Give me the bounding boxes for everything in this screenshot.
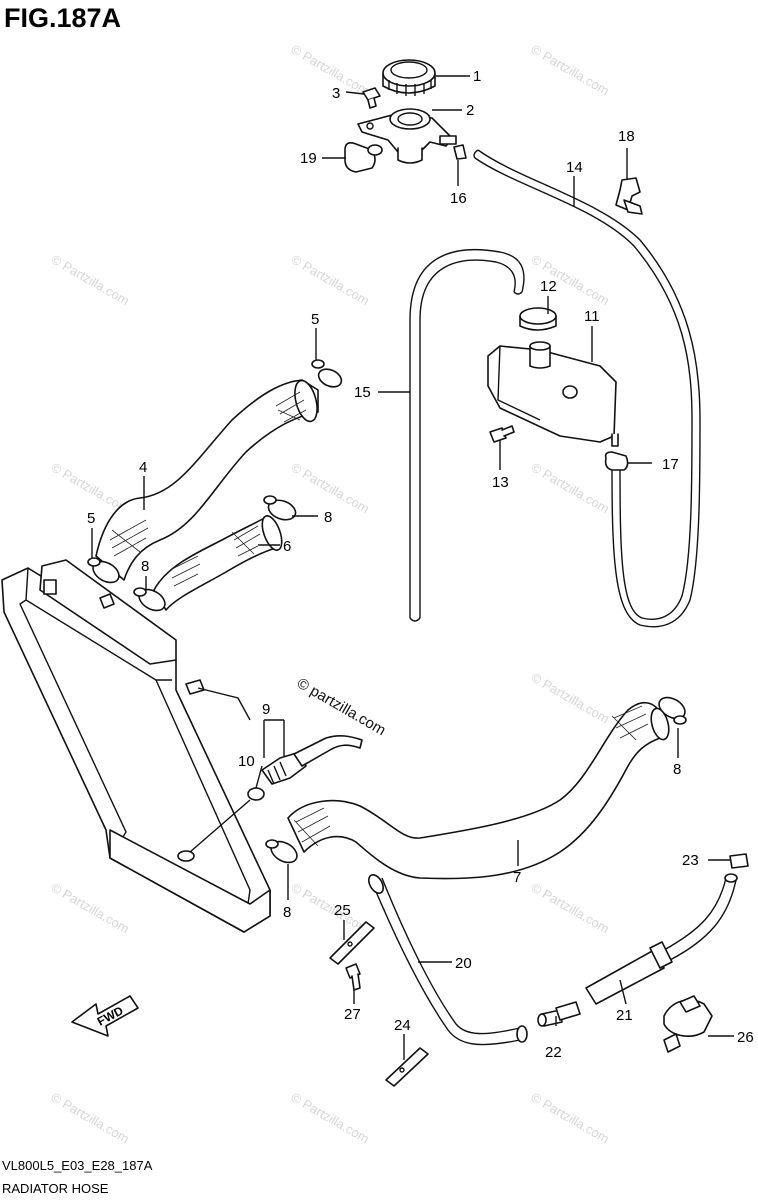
watermark-text: © Partzilla.com — [529, 460, 612, 517]
hose-clamp-8-d — [265, 839, 298, 864]
radiator — [1, 559, 271, 933]
callout-11: 11 — [584, 308, 600, 325]
bolt-27 — [345, 963, 361, 991]
callout-14: 14 — [566, 159, 583, 176]
callout-5-upper: 5 — [311, 311, 319, 328]
watermark-text: © Partzilla.com — [289, 42, 372, 99]
callout-13: 13 — [492, 474, 509, 491]
callout-9: 9 — [262, 701, 270, 718]
callout-12: 12 — [540, 278, 557, 295]
callout-8-d: 8 — [283, 904, 291, 921]
figure-code: VL800L5_E03_E28_187A — [2, 1158, 153, 1173]
watermark-text: © Partzilla.com — [49, 252, 132, 309]
callout-10: 10 — [238, 753, 255, 770]
watermark-text: © Partzilla.com — [289, 252, 372, 309]
hose-20 — [367, 874, 528, 1046]
joint-22 — [537, 1001, 581, 1027]
watermark-text: © Partzilla.com — [529, 42, 612, 99]
fwd-direction-badge: FWD — [71, 995, 139, 1037]
callout-16: 16 — [450, 190, 467, 207]
callout-5-lower: 5 — [87, 510, 95, 527]
callout-8-c: 8 — [673, 761, 681, 778]
clip-18 — [615, 177, 643, 215]
leader-radiator-9 — [197, 687, 251, 721]
figure-title: FIG.187A — [4, 3, 121, 33]
reservoir-tank-11 — [487, 341, 619, 447]
watermark-text: © Partzilla.com — [529, 1090, 612, 1147]
callout-6: 6 — [283, 538, 291, 555]
callout-15: 15 — [354, 384, 371, 401]
callout-7: 7 — [513, 869, 521, 886]
watermark-layer: © Partzilla.com © Partzilla.com © Partzi… — [49, 42, 612, 1147]
hose-clamp-8-c — [658, 696, 687, 725]
watermark-text: © Partzilla.com — [289, 1090, 372, 1147]
callout-24: 24 — [394, 1017, 411, 1034]
callout-26: 26 — [737, 1029, 754, 1046]
bolt-3 — [362, 87, 381, 109]
clip-16 — [453, 144, 467, 160]
watermark-text: © Partzilla.com — [49, 880, 132, 937]
clamp-17 — [604, 451, 629, 471]
hose-clamp-8-a — [263, 495, 297, 521]
overflow-hose-14 — [473, 149, 701, 628]
watermark-text: © Partzilla.com — [289, 460, 372, 517]
callout-8-b: 8 — [141, 558, 149, 575]
clamp-25 — [329, 921, 375, 965]
callout-27: 27 — [344, 1006, 361, 1023]
gasket-10 — [247, 787, 265, 801]
clamp-23 — [729, 853, 749, 869]
callout-leaders — [91, 75, 734, 1060]
hose-clamp-5-upper — [311, 359, 343, 388]
hose-clamp-5-lower — [87, 557, 120, 584]
leader-radiator-10 — [189, 799, 251, 853]
watermark-text: © Partzilla.com — [529, 670, 612, 727]
callout-20: 20 — [455, 955, 472, 972]
callout-19: 19 — [300, 150, 317, 167]
hose-6 — [153, 515, 283, 611]
callout-23: 23 — [682, 852, 699, 869]
callout-18: 18 — [618, 128, 635, 145]
clamp-26 — [663, 995, 713, 1053]
thermo-switch-9 — [261, 735, 363, 785]
bolt-13 — [489, 425, 515, 443]
watermark-center-text: © partzilla.com — [294, 675, 389, 739]
watermark-text: © Partzilla.com — [529, 880, 612, 937]
callout-22: 22 — [545, 1044, 562, 1061]
callout-8-a: 8 — [324, 509, 332, 526]
callout-3: 3 — [332, 85, 340, 102]
lower-hose-7 — [287, 701, 670, 880]
siphon-hose-15 — [409, 249, 525, 622]
watermark-text: © Partzilla.com — [49, 1090, 132, 1147]
hose-clamp-8-b — [133, 587, 166, 612]
figure-caption: RADIATOR HOSE — [2, 1181, 109, 1196]
clamp-24 — [385, 1047, 429, 1087]
callout-1: 1 — [473, 68, 481, 85]
callout-2: 2 — [466, 102, 474, 119]
hose-21 — [585, 873, 738, 1005]
callout-4: 4 — [139, 459, 147, 476]
upper-hose-4 — [95, 379, 319, 581]
reservoir-cap-12 — [519, 307, 557, 331]
callout-labels: 1 2 3 19 16 18 14 12 11 15 13 17 5 4 8 6… — [87, 68, 754, 1061]
radiator-cap — [382, 59, 436, 96]
clamp-19 — [344, 142, 383, 173]
callout-25: 25 — [334, 902, 351, 919]
callout-21: 21 — [616, 1007, 633, 1024]
filler-neck — [357, 108, 457, 164]
callout-17: 17 — [662, 456, 679, 473]
